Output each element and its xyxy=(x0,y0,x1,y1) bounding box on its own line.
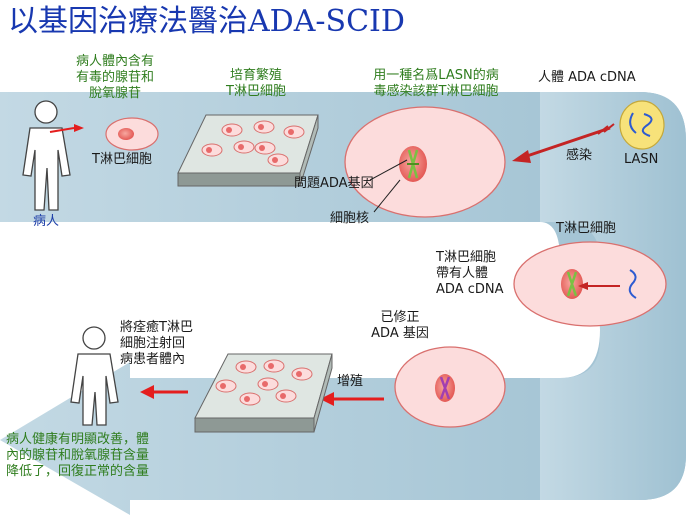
label-corrected-gene: 已修正 ADA 基因 xyxy=(360,310,440,342)
label-patient: 病人 xyxy=(33,214,60,229)
label-corrected-gene-line1: 已修正 xyxy=(380,310,420,325)
label-patient-toxins-line2: 有毒的腺苷和 xyxy=(75,70,154,85)
label-patient-toxins-line3: 脫氧腺苷 xyxy=(88,86,141,101)
label-carry-cdna-line1: T淋巴細胞 xyxy=(436,250,496,265)
label-inject: 將痊癒T淋巴 細胞注射回 病患者體內 xyxy=(120,320,193,368)
blood-draw-line xyxy=(49,127,75,133)
label-lasn-infection-line2: 毒感染該群T淋巴細胞 xyxy=(373,84,499,99)
label-problem-gene: 問題ADA基因 xyxy=(294,176,374,191)
label-t-cell-right: T淋巴細胞 xyxy=(556,221,616,236)
corrected-cell xyxy=(394,346,506,428)
t-cell-right-carrying-cdna xyxy=(513,241,667,327)
label-culture-line1: 培育繁殖 xyxy=(229,68,282,83)
label-infect: 感染 xyxy=(566,148,593,163)
label-carry-cdna: T淋巴細胞 帶有人體 ADA cDNA xyxy=(436,250,503,298)
process-band xyxy=(0,92,686,515)
culture-plate-top xyxy=(177,114,319,187)
label-result-line3: 降低了，回復正常的含量 xyxy=(6,464,150,479)
problem-gene-pointer xyxy=(369,159,408,181)
label-patient-toxins: 病人體內含有 有毒的腺苷和 脫氧腺苷 xyxy=(60,54,170,102)
band-gap xyxy=(0,222,520,300)
label-lasn-infection-line1: 用一種名爲LASN的病 xyxy=(373,68,499,83)
proliferate-arrow xyxy=(320,392,384,406)
label-t-cell-left: T淋巴細胞 xyxy=(92,152,152,167)
culture-plate-bottom xyxy=(194,353,333,433)
patient-figure-bottom xyxy=(70,326,119,426)
label-carry-cdna-line2: 帶有人體 xyxy=(436,266,489,281)
lasn-virus xyxy=(619,100,665,150)
label-culture: 培育繁殖 T淋巴細胞 xyxy=(208,68,304,100)
label-patient-toxins-line1: 病人體內含有 xyxy=(75,54,154,69)
virus-infection-arrow xyxy=(512,123,615,163)
t-cell-left xyxy=(105,117,159,151)
label-inject-line1: 將痊癒T淋巴 xyxy=(120,320,193,335)
nucleus-pointer xyxy=(373,179,401,213)
label-nucleus: 細胞核 xyxy=(330,211,370,226)
label-result: 病人健康有明顯改善，體 內的腺苷和脫氧腺苷含量 降低了，回復正常的含量 xyxy=(6,432,149,480)
label-inject-line2: 細胞注射回 xyxy=(120,336,186,351)
label-result-line1: 病人健康有明顯改善，體 xyxy=(6,432,150,447)
blood-draw-arrowhead xyxy=(74,124,84,132)
label-corrected-gene-line2: ADA 基因 xyxy=(371,326,429,341)
patient-figure-top xyxy=(22,100,71,211)
label-lasn-infection: 用一種名爲LASN的病 毒感染該群T淋巴細胞 xyxy=(352,68,520,100)
injection-arrow xyxy=(140,385,188,399)
label-result-line2: 內的腺苷和脫氧腺苷含量 xyxy=(6,448,150,463)
label-lasn: LASN xyxy=(624,152,659,167)
label-carry-cdna-line3: ADA cDNA xyxy=(436,282,504,297)
label-culture-line2: T淋巴細胞 xyxy=(226,84,286,99)
label-inject-line3: 病患者體內 xyxy=(120,352,186,367)
big-cell-infection xyxy=(344,106,506,218)
label-human-cdna: 人體 ADA cDNA xyxy=(538,70,636,85)
diagram-title: 以基因治療法醫治ADA-SCID xyxy=(8,4,405,39)
label-proliferate: 增殖 xyxy=(337,374,364,389)
